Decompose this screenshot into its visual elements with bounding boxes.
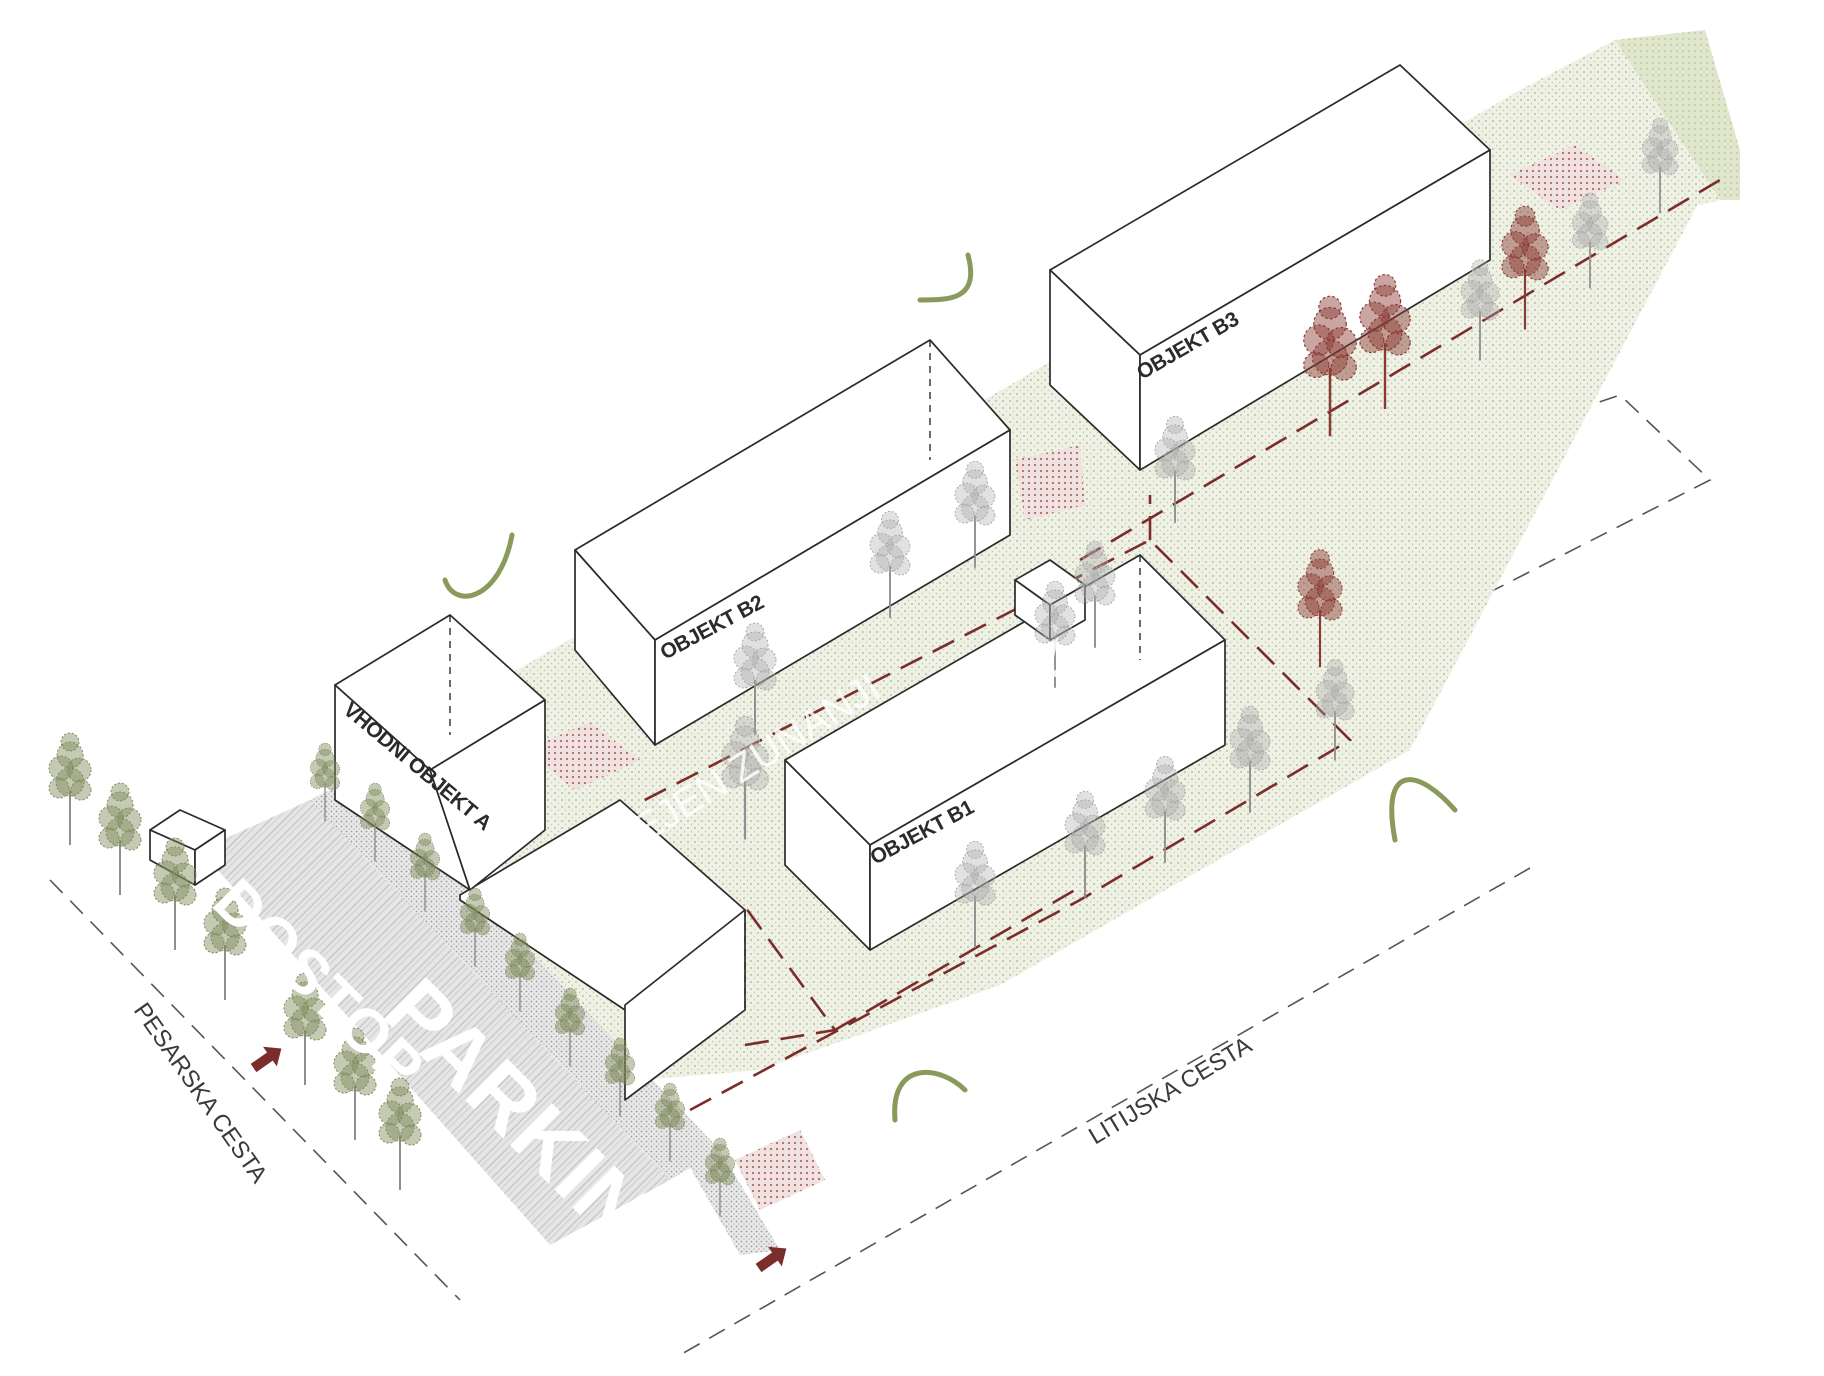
tree-icon — [1303, 295, 1357, 437]
tree-icon — [733, 622, 777, 735]
tree-icon — [1144, 755, 1186, 863]
tree-icon — [409, 832, 441, 912]
tree-icon — [721, 715, 769, 840]
label-litijska-cesta: LITIJSKA CESTA — [1084, 1032, 1256, 1150]
arrow-up-right-icon — [250, 1046, 282, 1073]
building-b2: OBJEKT B2 — [574, 339, 1011, 746]
tree-icon — [504, 932, 536, 1012]
arrow-up-right-icon — [755, 1246, 787, 1273]
building-a: VHODNI OBJEKT A — [334, 614, 746, 1101]
tree-icon — [98, 782, 142, 895]
tree-icon — [1297, 549, 1343, 668]
tree-icon — [1034, 580, 1076, 688]
tree-icon — [1154, 415, 1196, 523]
tree-icon — [1641, 117, 1679, 214]
trees — [48, 117, 1679, 1217]
tree-icon — [203, 887, 247, 1000]
tree-icon — [1501, 205, 1549, 330]
tree-icon — [954, 840, 996, 948]
tree-icon — [1074, 540, 1116, 648]
tree-icon — [654, 1082, 686, 1162]
view-arc-icon — [442, 532, 515, 599]
tree-icon — [283, 972, 327, 1085]
tree-icon — [554, 987, 586, 1067]
meadow-area — [1615, 30, 1740, 200]
building-b1: OBJEKT B1 — [784, 554, 1226, 951]
tree-icon — [459, 887, 491, 967]
tree-icon — [333, 1027, 377, 1140]
tree-icon — [1229, 705, 1271, 813]
tree-icon — [1315, 659, 1355, 761]
view-arc-icon — [917, 252, 974, 303]
parking-area — [200, 775, 780, 1255]
label-pesarska-cesta: PESARSKA CESTA — [128, 998, 272, 1188]
tree-icon — [359, 782, 391, 862]
entrance-arrows — [250, 1046, 787, 1273]
tree-icon — [1359, 273, 1411, 410]
view-arc-icon — [892, 1070, 968, 1123]
tree-icon — [954, 460, 996, 568]
tree-icon — [704, 1137, 736, 1217]
tree-icon — [153, 837, 197, 950]
tree-icon — [869, 510, 911, 618]
tree-icon — [604, 1037, 636, 1117]
tree-icon — [48, 732, 92, 845]
tree-icon — [1460, 259, 1500, 361]
tree-icon — [1064, 790, 1106, 898]
planting-plots — [525, 145, 1625, 1210]
tree-icon — [1571, 192, 1609, 289]
kiosk-cube — [149, 809, 226, 886]
tree-icon — [378, 1077, 422, 1190]
view-arc-icon — [1389, 777, 1458, 843]
building-b3: OBJEKT B3 — [1049, 64, 1491, 471]
pedestrian-path — [634, 178, 1721, 1112]
view-arcs — [442, 252, 1458, 1123]
